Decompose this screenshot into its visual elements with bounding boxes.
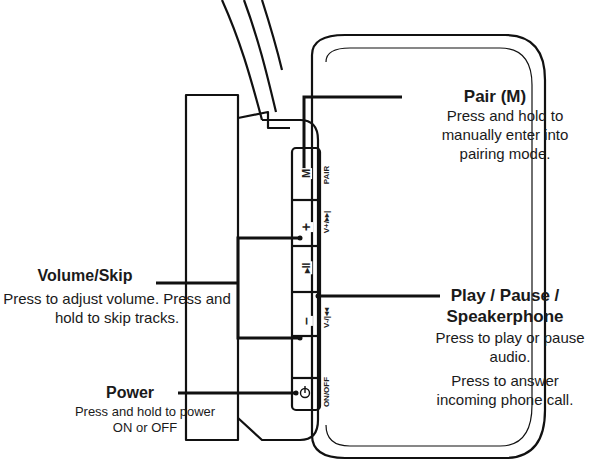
button-label: M (301, 168, 312, 179)
callout-heading: Volume/Skip (20, 266, 150, 286)
button-symbol: + (299, 222, 313, 232)
button-label: ON/OFF (323, 375, 331, 407)
button-label: PAIR (323, 164, 331, 185)
callout-body: Press to adjust volume. Press and hold t… (2, 290, 232, 328)
button-symbol: ▸II (302, 261, 312, 274)
callout-body: Press to answer incoming phone call. (420, 372, 590, 410)
button-label: V-/|◂◂ (323, 306, 331, 328)
callout-body: Press and hold to power ON or OFF (70, 404, 220, 437)
callout-heading: Play / Pause / Speakerphone (420, 285, 590, 328)
callout-body: Press and hold to manually enter into pa… (420, 107, 590, 163)
button-label: V+/▸▸| (323, 209, 331, 233)
button-symbol: – (299, 316, 313, 326)
callout-body: Press to play or pause audio. (430, 329, 590, 367)
callout-heading: Power (80, 383, 180, 403)
callout-heading: Pair (M) (405, 86, 585, 107)
